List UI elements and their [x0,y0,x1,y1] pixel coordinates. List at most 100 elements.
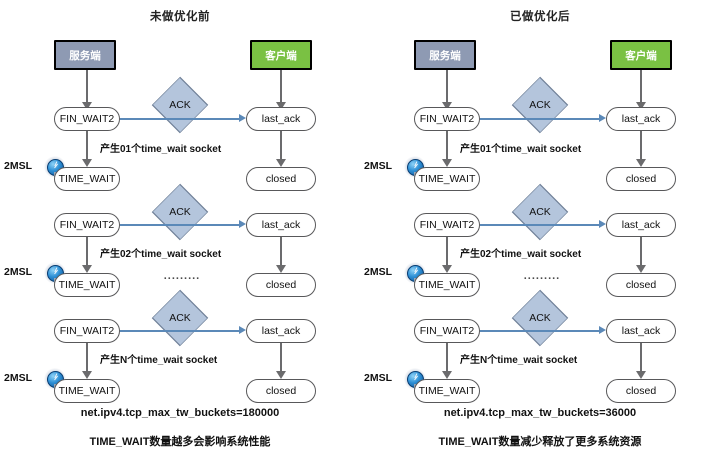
node-last-ack-3: last_ack [606,319,676,343]
msl-label-2: 2MSL [4,266,33,278]
socket-note-1: 产生01个time_wait socket [460,144,582,155]
lastack-to-closed-line-2 [280,237,282,267]
fin-to-timewait-line-3 [446,343,448,373]
node-closed-2: closed [246,273,316,297]
node-last-ack-3: last_ack [246,319,316,343]
msl-label-2: 2MSL [364,266,393,278]
node-fin-wait2-1: FIN_WAIT2 [414,107,480,131]
fin-to-timewait-line-3 [86,343,88,373]
sysctl-setting: net.ipv4.tcp_max_tw_buckets=36000 [443,407,637,419]
fin-to-timewait-arrowhead-1 [82,159,92,167]
ack-label: ACK [529,312,551,324]
fin-to-timewait-arrowhead-2 [82,265,92,273]
node-last-ack-2: last_ack [606,213,676,237]
socket-note-3: 产生N个time_wait socket [100,355,218,366]
ack-arrow-line-3 [120,330,240,332]
node-fin-wait2-3: FIN_WAIT2 [54,319,120,343]
ack-arrow-head-1 [239,114,246,122]
node-fin-wait2-3: FIN_WAIT2 [414,319,480,343]
node-last-ack-1: last_ack [606,107,676,131]
server-stem-line [446,70,448,104]
msl-label-3: 2MSL [364,372,393,384]
ack-arrow-head-3 [599,326,606,334]
client-stem-line [280,70,282,104]
ack-arrow-head-2 [239,220,246,228]
server-stem-arrowhead [82,102,92,110]
lastack-to-closed-arrowhead-3 [276,371,286,379]
node-last-ack-1: last_ack [246,107,316,131]
ack-arrow-line-1 [480,118,600,120]
client-stem-line [640,70,642,104]
ack-diamond-1: ACK [508,76,572,134]
ack-arrow-head-1 [599,114,606,122]
panel-summary: TIME_WAIT数量减少释放了更多系统资源 [438,436,642,448]
client-stem-arrowhead [636,102,646,110]
server-stem-line [86,70,88,104]
node-closed-1: closed [246,167,316,191]
ack-diamond-2: ACK [148,183,212,241]
node-time-wait-2: TIME_WAIT [54,273,120,297]
server-endpoint-box: 服务端 [54,40,116,70]
panel-before-optimization: 未做优化前 服务端 客户端 ACK FIN_WAIT2 last_ack 产生0… [4,11,316,448]
lastack-to-closed-line-3 [280,343,282,373]
ack-arrow-head-3 [239,326,246,334]
node-closed-1: closed [606,167,676,191]
ack-label: ACK [529,206,551,218]
ack-diamond-2: ACK [508,183,572,241]
ack-arrow-line-2 [480,224,600,226]
socket-note-1: 产生01个time_wait socket [100,144,222,155]
node-time-wait-1: TIME_WAIT [54,167,120,191]
lastack-to-closed-line-1 [640,131,642,161]
node-time-wait-3: TIME_WAIT [54,379,120,403]
fin-to-timewait-line-1 [446,131,448,161]
msl-label-3: 2MSL [4,372,33,384]
lastack-to-closed-arrowhead-1 [636,159,646,167]
ack-arrow-line-2 [120,224,240,226]
node-last-ack-2: last_ack [246,213,316,237]
fin-to-timewait-arrowhead-2 [442,265,452,273]
node-time-wait-2: TIME_WAIT [414,273,480,297]
fin-to-timewait-arrowhead-3 [82,371,92,379]
lastack-to-closed-arrowhead-2 [276,265,286,273]
fin-to-timewait-line-2 [86,237,88,267]
socket-note-2: 产生02个time_wait socket [460,249,582,260]
ack-arrow-line-3 [480,330,600,332]
server-stem-arrowhead [442,102,452,110]
lastack-to-closed-arrowhead-3 [636,371,646,379]
fin-to-timewait-arrowhead-1 [442,159,452,167]
msl-label-1: 2MSL [364,160,393,172]
fin-to-timewait-line-1 [86,131,88,161]
node-closed-3: closed [246,379,316,403]
ack-diamond-3: ACK [508,289,572,347]
lastack-to-closed-line-3 [640,343,642,373]
ack-diamond-1: ACK [148,76,212,134]
sysctl-setting: net.ipv4.tcp_max_tw_buckets=180000 [80,407,280,419]
lastack-to-closed-arrowhead-1 [276,159,286,167]
client-endpoint-box: 客户端 [250,40,312,70]
ack-diamond-3: ACK [148,289,212,347]
ack-label: ACK [529,99,551,111]
msl-label-1: 2MSL [4,160,33,172]
fin-to-timewait-line-2 [446,237,448,267]
node-fin-wait2-2: FIN_WAIT2 [414,213,480,237]
row-ellipsis: ......... [523,270,561,282]
node-time-wait-3: TIME_WAIT [414,379,480,403]
ack-label: ACK [169,99,191,111]
panel-title: 已做优化后 [510,11,570,23]
socket-note-3: 产生N个time_wait socket [460,355,578,366]
fin-to-timewait-arrowhead-3 [442,371,452,379]
node-fin-wait2-2: FIN_WAIT2 [54,213,120,237]
panel-title: 未做优化前 [150,11,210,23]
client-stem-arrowhead [276,102,286,110]
socket-note-2: 产生02个time_wait socket [100,249,222,260]
ack-arrow-head-2 [599,220,606,228]
panel-after-optimization: 已做优化后 服务端 客户端 ACK FIN_WAIT2 last_ack 产生0… [360,0,720,452]
server-endpoint-box: 服务端 [414,40,476,70]
node-closed-3: closed [606,379,676,403]
lastack-to-closed-arrowhead-2 [636,265,646,273]
ack-label: ACK [169,312,191,324]
node-fin-wait2-1: FIN_WAIT2 [54,107,120,131]
row-ellipsis: ......... [163,270,201,282]
panel-summary: TIME_WAIT数量越多会影响系统性能 [89,436,271,448]
node-closed-2: closed [606,273,676,297]
